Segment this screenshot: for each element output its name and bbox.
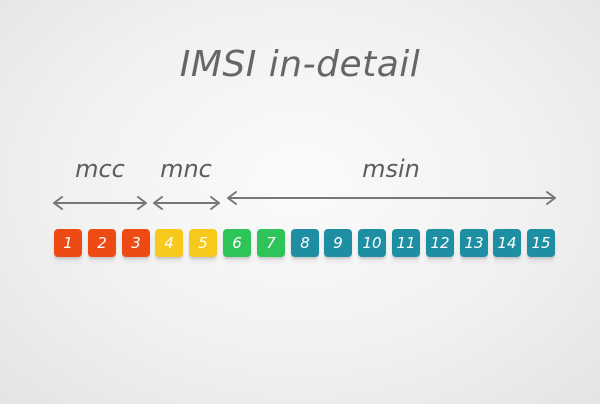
digit-box-1: 1	[54, 229, 82, 257]
digit-box-4: 4	[155, 229, 183, 257]
mnc-span-arrow	[153, 196, 220, 210]
mnc-label: mnc	[160, 155, 212, 183]
msin-span-arrow	[227, 191, 556, 205]
mcc-label: mcc	[75, 155, 125, 183]
digit-box-6: 6	[223, 229, 251, 257]
digit-box-8: 8	[291, 229, 319, 257]
digit-box-15: 15	[527, 229, 555, 257]
digit-box-11: 11	[392, 229, 420, 257]
digit-box-13: 13	[460, 229, 488, 257]
digit-box-3: 3	[122, 229, 150, 257]
digit-box-9: 9	[324, 229, 352, 257]
digit-box-10: 10	[358, 229, 386, 257]
digit-box-12: 12	[426, 229, 454, 257]
digit-box-14: 14	[493, 229, 521, 257]
digit-box-7: 7	[257, 229, 285, 257]
mcc-span-arrow	[53, 196, 147, 210]
digit-box-2: 2	[88, 229, 116, 257]
msin-label: msin	[362, 155, 420, 183]
digit-box-5: 5	[189, 229, 217, 257]
diagram-title: IMSI in-detail	[179, 44, 421, 85]
